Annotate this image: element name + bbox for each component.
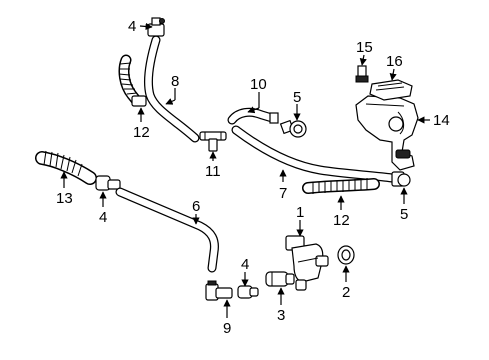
leader-lines: [60, 22, 430, 318]
connector-10: [227, 107, 279, 125]
fitting-9: [205, 280, 233, 301]
callout-2: 2: [342, 284, 350, 301]
callout-4-left: 4: [99, 209, 107, 226]
corrugated-hose-12-top: [118, 54, 147, 107]
clamp-5-middle: [279, 119, 307, 138]
hose-6: [115, 187, 219, 273]
callout-5-middle: 5: [293, 89, 301, 106]
callout-12-right: 12: [333, 212, 350, 229]
callout-3: 3: [277, 307, 285, 324]
callout-15: 15: [356, 39, 373, 56]
callout-9: 9: [223, 320, 231, 337]
connector-4-left: [95, 175, 121, 191]
grommet-2: [337, 245, 355, 265]
connector-4-bottom: [237, 285, 259, 299]
pump-1: [285, 235, 329, 291]
hose-8: [143, 35, 200, 143]
clamp-5-right: [391, 171, 411, 187]
hose-7: [231, 125, 397, 183]
callout-1: 1: [296, 204, 304, 221]
callout-12-top: 12: [133, 124, 150, 141]
bolt-15: [355, 65, 369, 83]
callout-5-right: 5: [400, 206, 408, 223]
bellows-13: [35, 150, 97, 185]
callout-4-bottom: 4: [241, 256, 249, 273]
reservoir-14: [355, 95, 419, 171]
corrugated-hose-12-right: [302, 178, 380, 194]
callout-16: 16: [386, 53, 403, 70]
callout-6: 6: [192, 198, 200, 215]
callout-7: 7: [279, 185, 287, 202]
callout-14: 14: [433, 112, 450, 129]
callout-4-top: 4: [128, 18, 136, 35]
connector-3: [265, 271, 295, 287]
cap-16: [369, 79, 413, 101]
callout-13: 13: [56, 190, 73, 207]
callout-11: 11: [205, 163, 221, 180]
fitting-11: [199, 131, 227, 152]
callout-10: 10: [250, 76, 267, 93]
callout-8: 8: [171, 73, 179, 90]
